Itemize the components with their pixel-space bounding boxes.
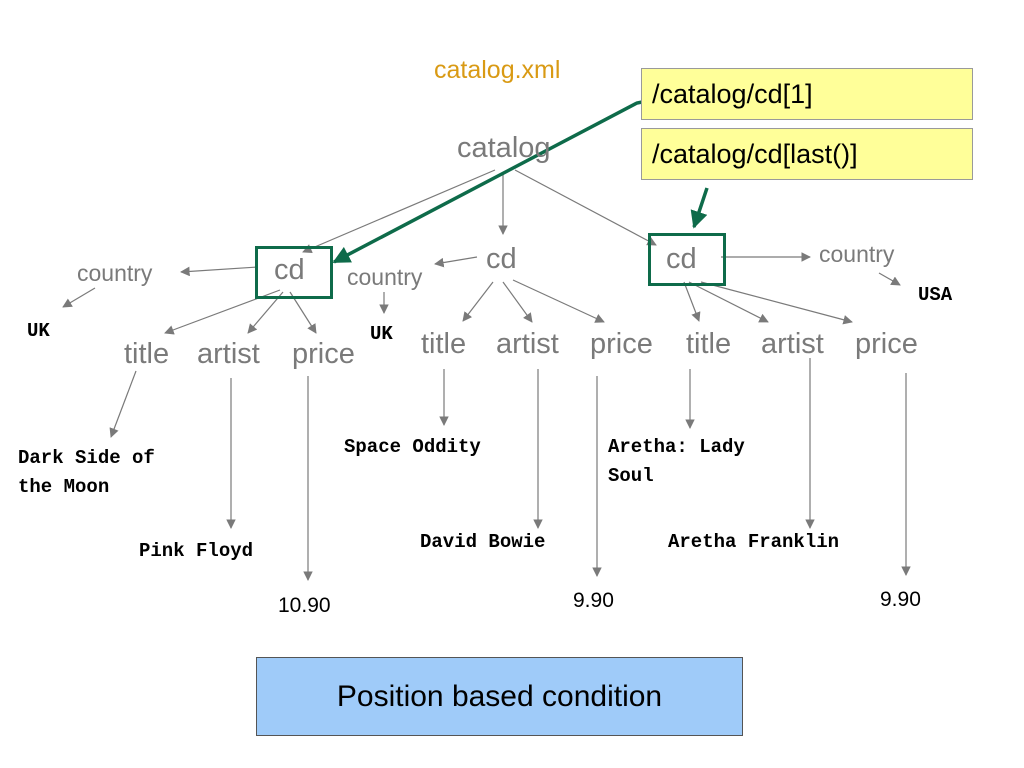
node-cd-1: cd [274, 254, 305, 286]
node-artist-1: artist [197, 338, 260, 370]
value-artist-1: Pink Floyd [139, 540, 254, 562]
highlight-cd-last [648, 233, 726, 286]
node-price-2: price [590, 328, 653, 360]
file-title: catalog.xml [434, 56, 561, 84]
edge-country1-uk [62, 287, 96, 308]
value-price-3: 9.90 [880, 588, 921, 611]
value-country-2: UK [370, 323, 393, 345]
edge-country3-usa [878, 272, 901, 286]
node-country-2: country [347, 264, 423, 290]
value-artist-2: David Bowie [420, 531, 546, 553]
node-price-1: price [292, 338, 355, 370]
node-country-1: country [77, 260, 153, 286]
value-artist-3: Aretha Franklin [668, 531, 840, 553]
edge-cd3-artist [688, 281, 769, 323]
node-cd-3: cd [666, 243, 697, 275]
value-title-3: Aretha: Lady Soul [608, 436, 745, 488]
node-price-3: price [855, 328, 918, 360]
value-price-1: 10.90 [278, 594, 331, 617]
node-cd-2: cd [486, 243, 517, 275]
node-title-2: title [421, 328, 467, 360]
value-title-1: Dark Side of the Moon [18, 447, 155, 499]
xpath-last-box: /catalog/cd[last()] [641, 128, 973, 180]
xpath-first-box: /catalog/cd[1] [641, 68, 973, 120]
value-country-1: UK [27, 320, 50, 342]
edge-cd2-title [462, 281, 494, 322]
edge-cd1-country [180, 266, 259, 277]
xpath-last-pointer [690, 187, 709, 229]
value-title-2: Space Oddity [344, 436, 481, 458]
edge-cd2-country [434, 256, 478, 268]
caption-box: Position based condition [256, 657, 743, 736]
edge-cd3-title [683, 281, 701, 322]
edge-cd2-price [512, 279, 605, 323]
edge-cd2-artist [502, 281, 533, 323]
edge-catalog-cd3 [514, 169, 657, 246]
node-title-1: title [124, 338, 170, 370]
value-country-3: USA [918, 284, 953, 306]
node-country-3: country [819, 241, 895, 267]
edge-title1-value [109, 370, 137, 438]
highlight-cd-first [255, 246, 333, 299]
node-title-3: title [686, 328, 732, 360]
edge-catalog-cd1 [302, 169, 496, 254]
node-catalog: catalog [457, 132, 551, 164]
node-artist-2: artist [496, 328, 559, 360]
value-price-2: 9.90 [573, 589, 614, 612]
node-artist-3: artist [761, 328, 824, 360]
edge-cd3-price [700, 281, 853, 325]
